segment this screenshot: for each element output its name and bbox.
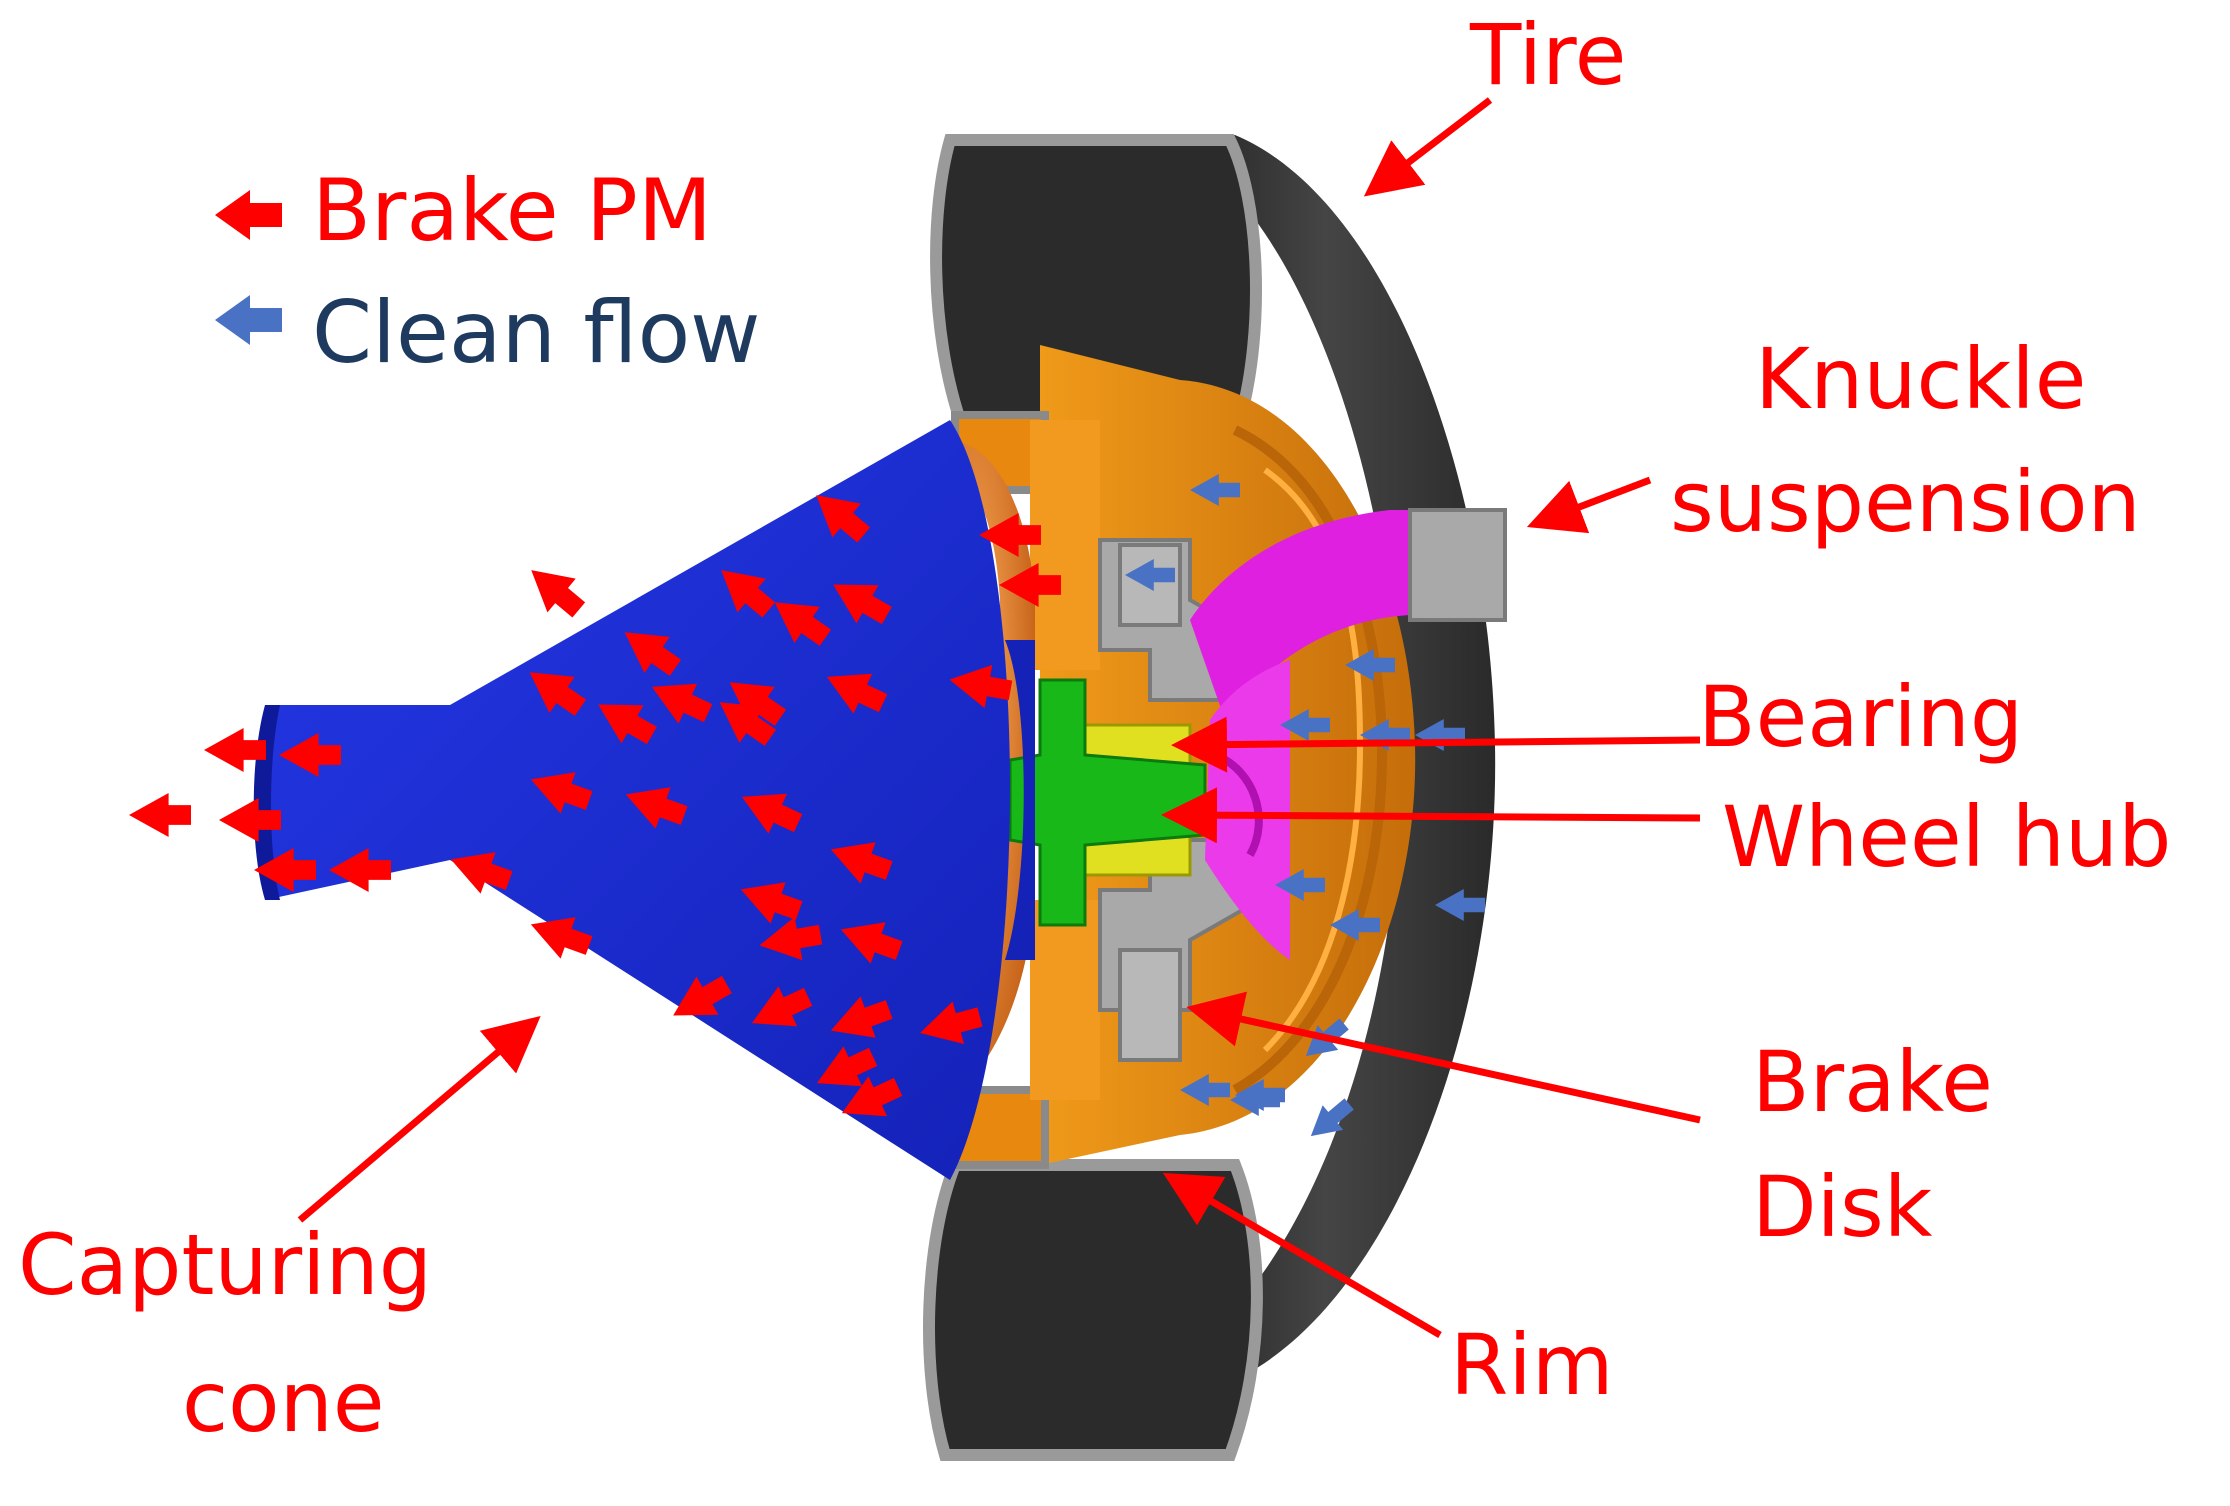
clean-flow-arrow bbox=[1310, 1098, 1354, 1137]
legend-clean-flow-icon bbox=[215, 295, 282, 345]
knuckle-label-line2: suspension bbox=[1670, 453, 2141, 551]
brake-pm-arrow bbox=[279, 733, 341, 777]
clean-flow-arrow bbox=[1330, 909, 1380, 941]
brake-pm-arrow bbox=[450, 852, 513, 894]
knuckle-label-line1: Knuckle bbox=[1755, 330, 2087, 428]
brake-pm-arrow bbox=[624, 632, 682, 676]
brake-pm-arrow bbox=[830, 996, 893, 1038]
wheel-hub-label: Wheel hub bbox=[1722, 788, 2172, 886]
hub-leader-line bbox=[1161, 787, 1701, 844]
tire-leader-line bbox=[1363, 97, 1493, 197]
brake-pm-arrow bbox=[741, 793, 803, 834]
brake-pm-arrow bbox=[329, 848, 391, 892]
brake-pm-arrow bbox=[129, 793, 191, 837]
capturing-cone-label-line1: Capturing bbox=[18, 1216, 433, 1314]
clean-flow-arrow bbox=[1230, 1084, 1280, 1116]
brake-pm-arrow bbox=[740, 882, 803, 924]
brake-pm-arrow bbox=[949, 664, 1013, 709]
brake-pm-arrow bbox=[530, 772, 593, 814]
brake-pm-arrow bbox=[719, 702, 777, 746]
clean-flow-arrow bbox=[1345, 649, 1395, 681]
clean-flow-arrow bbox=[1415, 719, 1465, 751]
cone-leader-line bbox=[297, 1015, 541, 1223]
legend-clean-flow-label: Clean flow bbox=[312, 283, 761, 383]
brake-pm-arrow bbox=[530, 917, 593, 959]
brake-disk-label-line2: Disk bbox=[1752, 1158, 1933, 1256]
clean-flow-arrow bbox=[1125, 559, 1175, 591]
rim-leader-line bbox=[1162, 1172, 1442, 1339]
brake-pm-arrow bbox=[529, 672, 587, 716]
leader-lines bbox=[297, 97, 1701, 1339]
clean-flow-arrow bbox=[1280, 709, 1330, 741]
brake-pm-arrow bbox=[531, 570, 586, 618]
brake-pm-arrow bbox=[999, 563, 1061, 607]
brake-pm-arrow bbox=[774, 602, 832, 646]
clean-flow-arrow bbox=[1180, 1074, 1230, 1106]
bearing-label: Bearing bbox=[1698, 668, 2024, 766]
brake-pm-arrow bbox=[841, 1076, 903, 1117]
legend-brake-pm-label: Brake PM bbox=[312, 161, 713, 261]
brake-pm-arrow bbox=[721, 570, 776, 618]
rim-label: Rim bbox=[1450, 1316, 1614, 1414]
brake-pm-arrow bbox=[729, 682, 787, 726]
capturing-cone-label-line2: cone bbox=[182, 1353, 385, 1451]
tire-lower-section bbox=[923, 1159, 1263, 1461]
clean-flow-arrow bbox=[1360, 719, 1410, 751]
legend-brake-pm-icon bbox=[215, 190, 282, 240]
clean-flow-arrow bbox=[1435, 889, 1485, 921]
knuckle-leader-line bbox=[1526, 476, 1652, 534]
clean-flow-arrows bbox=[1125, 474, 1485, 1137]
brake-pm-arrow bbox=[625, 787, 688, 829]
clean-flow-arrow bbox=[1275, 869, 1325, 901]
brake-pm-arrow bbox=[840, 922, 903, 964]
brake-pm-arrow bbox=[598, 704, 657, 745]
bearing-leader-line bbox=[1171, 716, 1701, 773]
brake-pm-arrow bbox=[651, 683, 713, 724]
brake-pm-arrow bbox=[979, 513, 1041, 557]
brake-disk-label-line1: Brake bbox=[1752, 1033, 1993, 1131]
brake-pm-arrow bbox=[673, 975, 732, 1016]
brake-pm-arrow bbox=[759, 916, 823, 961]
brake-pm-arrow bbox=[219, 798, 281, 842]
brake-pm-arrow bbox=[254, 848, 316, 892]
brake-pm-arrow bbox=[826, 673, 888, 714]
brake-pm-arrow bbox=[816, 495, 871, 543]
brake-pm-arrow bbox=[830, 842, 893, 884]
tire-label: Tire bbox=[1470, 6, 1627, 104]
wheel-hub bbox=[1008, 678, 1207, 927]
brake-pm-flow-arrows bbox=[129, 495, 1061, 1117]
tire bbox=[923, 134, 1496, 1461]
brake-pm-arrow bbox=[920, 1001, 983, 1045]
brake-pm-arrow bbox=[204, 728, 266, 772]
brake-disk-leader-line bbox=[1186, 991, 1701, 1124]
brake-pm-arrow bbox=[816, 1046, 878, 1087]
clean-flow-arrow bbox=[1190, 474, 1240, 506]
brake-pm-arrow bbox=[833, 584, 892, 625]
brake-pm-arrow bbox=[751, 986, 813, 1027]
